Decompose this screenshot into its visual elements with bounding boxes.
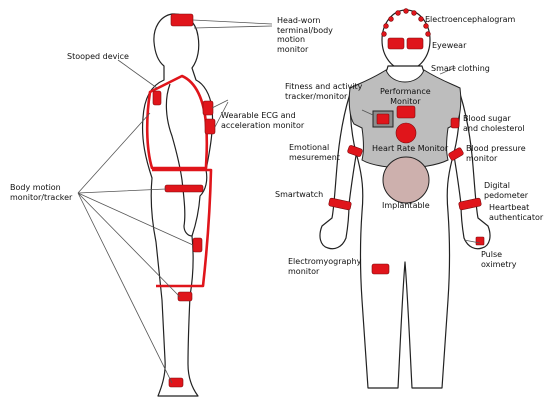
- label-heartbeat: Heartbeat authenticator: [489, 203, 543, 222]
- label-emotional: Emotional mesurement: [289, 143, 340, 162]
- label-line: terminal/body: [277, 26, 333, 36]
- label-line: Head-worn: [277, 16, 333, 26]
- label-line: Electroencephalogram: [425, 15, 515, 25]
- ecg-sensor-lower: [205, 119, 215, 134]
- label-line: Blood sugar: [463, 114, 525, 124]
- label-line: Fitness and activity: [285, 82, 362, 92]
- pulse-oximetry-device: [476, 237, 484, 245]
- label-stooped-device: Stooped device: [67, 52, 129, 61]
- eeg-electrode: [396, 11, 401, 16]
- label-digital-pedometer: Digital pedometer: [484, 181, 528, 200]
- label-line: oximetry: [481, 260, 516, 270]
- performance-monitor-device: [397, 106, 415, 118]
- label-pulse: Pulse oximetry: [481, 250, 516, 269]
- label-fitness: Fitness and activity tracker/monitor: [285, 82, 362, 101]
- label-smartwatch: Smartwatch: [275, 190, 323, 200]
- head-worn-device: [171, 14, 193, 26]
- label-line: monitor/tracker: [10, 193, 72, 203]
- eeg-electrode: [384, 24, 389, 29]
- label-line: motion: [277, 35, 333, 45]
- label-line: Electromyography: [288, 257, 361, 267]
- label-eyewear: Eyewear: [432, 41, 466, 51]
- label-line: monitor: [466, 154, 526, 164]
- label-head-worn: Head-worn terminal/body motion monitor: [277, 16, 333, 54]
- label-blood-pressure: Blood pressure monitor: [466, 144, 526, 163]
- label-eeg: Electroencephalogram: [425, 15, 515, 25]
- label-line: monitor: [277, 45, 333, 55]
- side-view-body: [143, 14, 213, 396]
- heart-rate-monitor-device: [396, 123, 416, 143]
- electromyography-device: [372, 264, 389, 274]
- label-line: mesurement: [289, 153, 340, 163]
- label-wearable-ecg: Wearable ECG and acceleration monitor: [221, 111, 304, 130]
- label-heart-rate: Heart Rate Monitor: [372, 144, 448, 154]
- label-line: Smartwatch: [275, 190, 323, 200]
- label-line: Pulse: [481, 250, 516, 260]
- eeg-electrode: [419, 17, 424, 22]
- eyewear-right-lens: [407, 38, 423, 49]
- ecg-sensor-upper: [203, 101, 213, 115]
- label-blood-sugar: Blood sugar and cholesterol: [463, 114, 525, 133]
- label-body-motion: Body motion monitor/tracker: [10, 183, 72, 202]
- thigh-device: [193, 238, 202, 252]
- label-line: Smart clothing: [431, 64, 490, 74]
- label-line: pedometer: [484, 191, 528, 201]
- label-line: Monitor: [380, 97, 431, 107]
- label-line: Digital: [484, 181, 528, 191]
- fitness-tracker-device: [377, 114, 389, 124]
- eeg-electrode: [404, 9, 409, 14]
- eeg-electrode: [389, 17, 394, 22]
- label-line: Body motion: [10, 183, 72, 193]
- eeg-electrode: [426, 32, 431, 37]
- label-line: acceleration monitor: [221, 121, 304, 131]
- blood-sugar-device: [451, 118, 459, 128]
- stooped-device-sensor: [153, 91, 161, 105]
- eeg-electrode: [412, 11, 417, 16]
- label-line: Heart Rate Monitor: [372, 144, 448, 154]
- label-emg: Electromyography monitor: [288, 257, 361, 276]
- label-line: Emotional: [289, 143, 340, 153]
- label-line: tracker/monitor: [285, 92, 362, 102]
- waist-band-device: [165, 185, 203, 192]
- label-line: authenticator: [489, 213, 543, 223]
- label-line: Performance: [380, 87, 431, 97]
- eyewear-left-lens: [388, 38, 404, 49]
- label-line: and cholesterol: [463, 124, 525, 134]
- label-smart-clothing: Smart clothing: [431, 64, 490, 74]
- label-line: Blood pressure: [466, 144, 526, 154]
- eeg-electrode: [382, 32, 387, 37]
- label-line: Wearable ECG and: [221, 111, 304, 121]
- knee-device: [178, 292, 192, 301]
- label-line: Eyewear: [432, 41, 466, 51]
- label-performance: Performance Monitor: [380, 87, 431, 106]
- label-implantable: Implantable: [382, 201, 430, 211]
- label-line: monitor: [288, 267, 361, 277]
- label-line: Heartbeat: [489, 203, 543, 213]
- ankle-device: [169, 378, 183, 387]
- implantable-device: [383, 157, 429, 203]
- label-line: Implantable: [382, 201, 430, 211]
